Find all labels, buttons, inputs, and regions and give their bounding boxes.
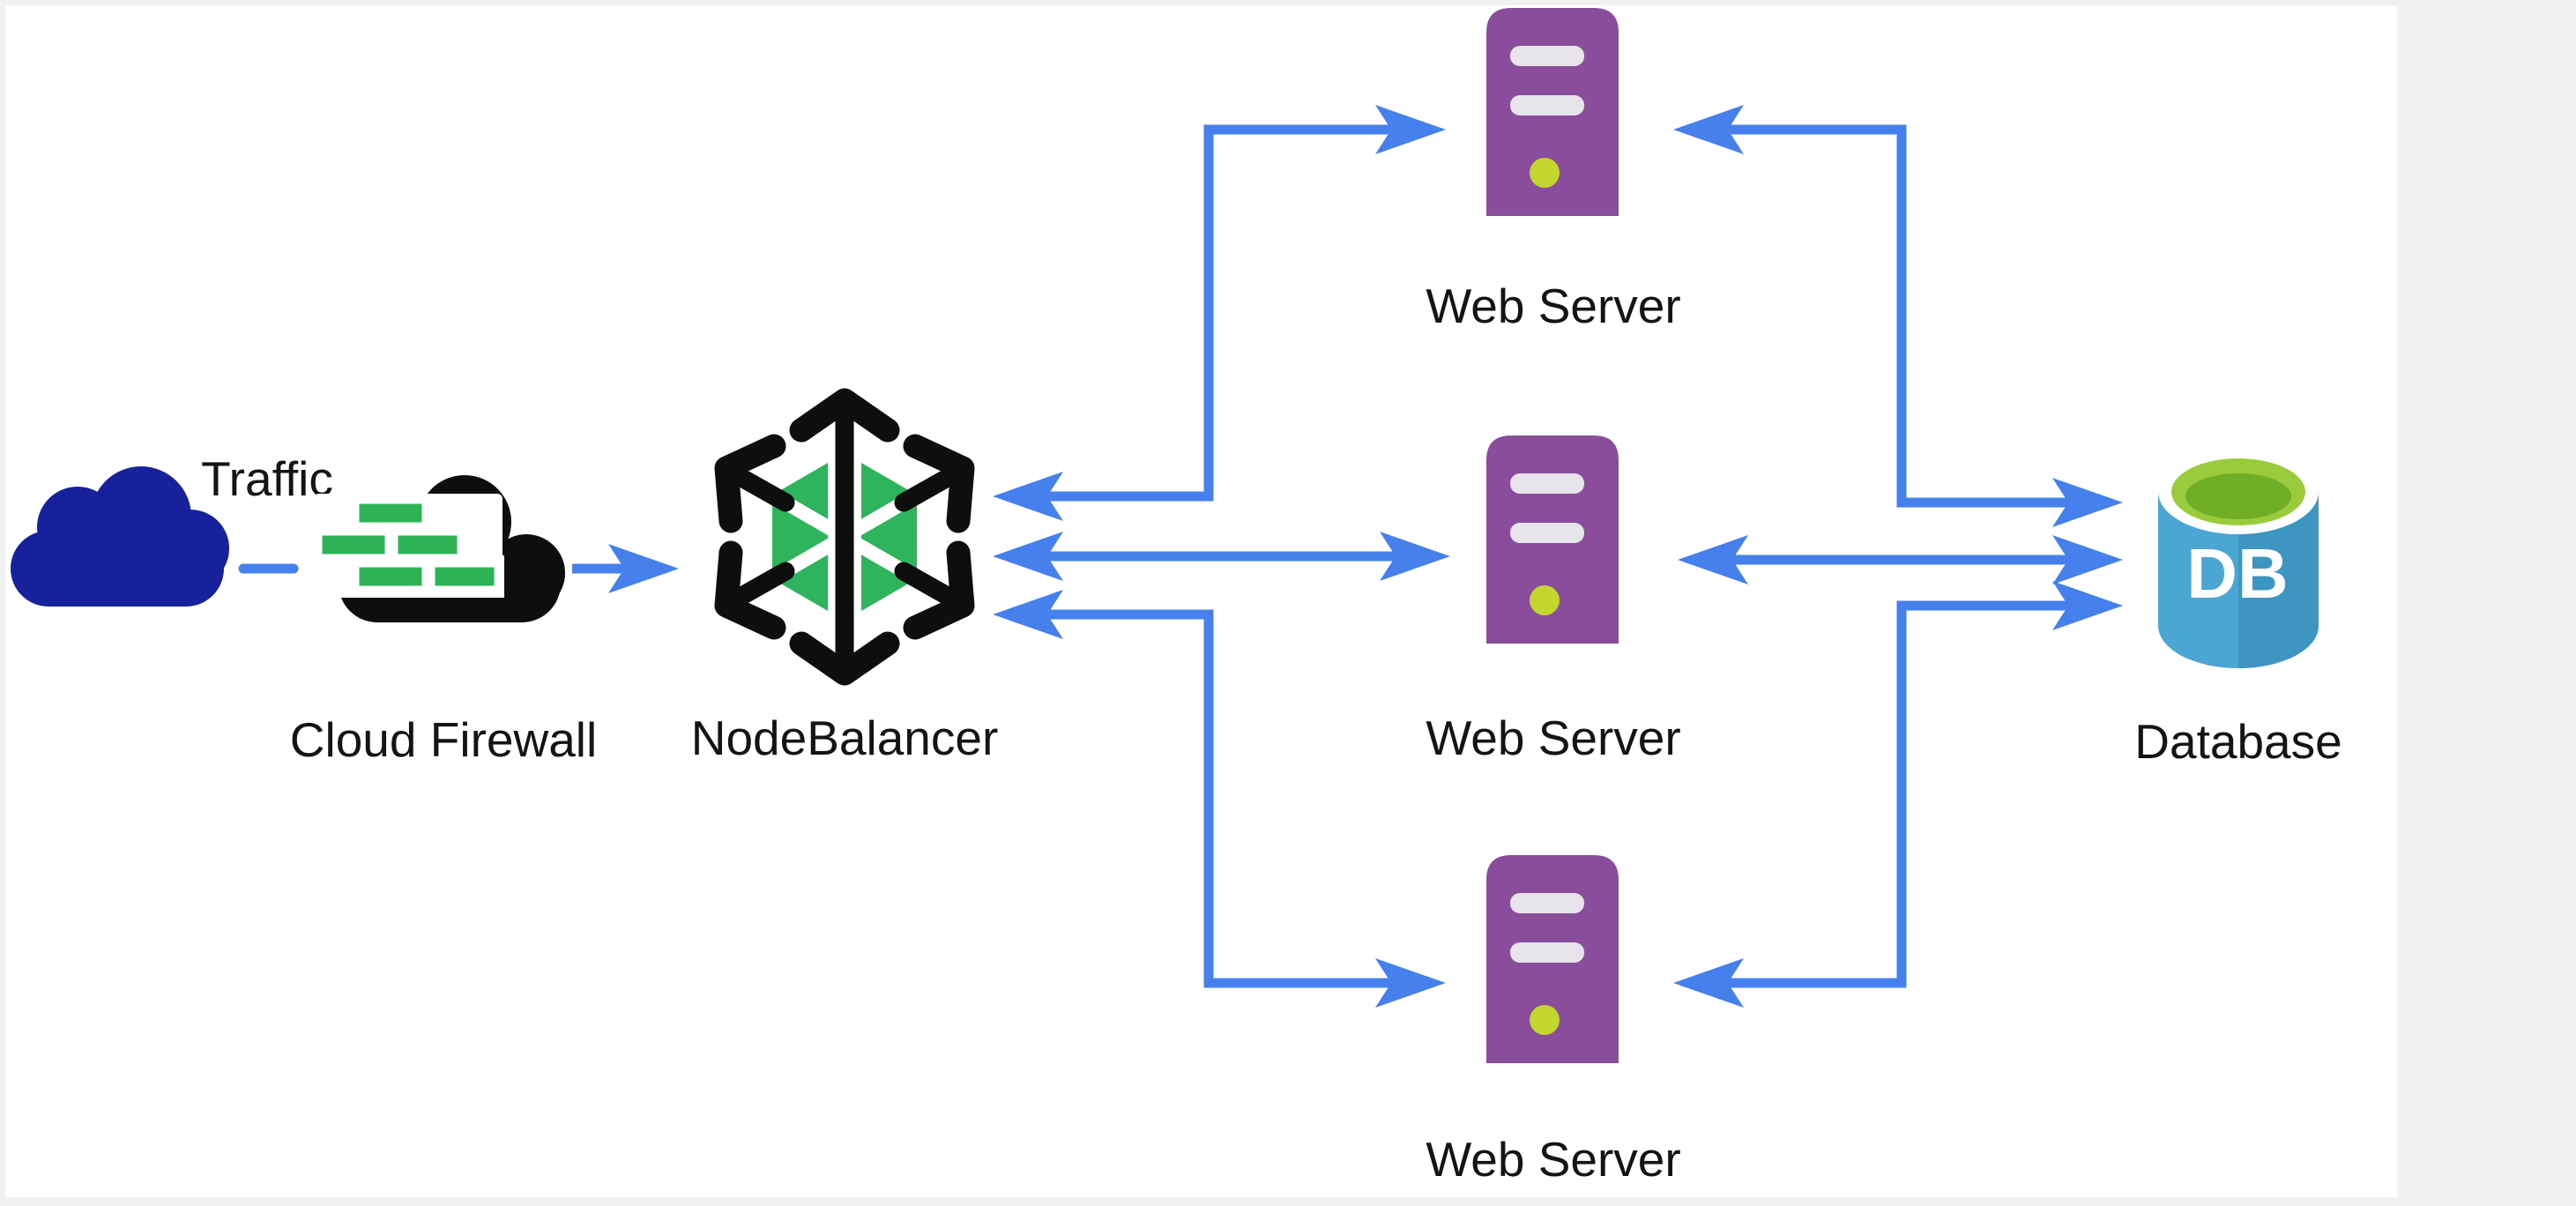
database-icon: DB [2158,450,2319,668]
web-server-1-icon [1486,8,1619,216]
nodebalancer-arrowheads [714,388,975,686]
connector-webserver3-database [1673,581,2123,1008]
db-badge-text: DB [2186,534,2289,613]
connector-webserver2-database [1678,535,2123,584]
connector-firewall-nodebalancer [572,544,679,593]
nodebalancer-icon [714,388,975,686]
cloud-firewall-label: Cloud Firewall [290,712,597,767]
web-server-1-label: Web Server [1426,279,1680,333]
web-server-2-label: Web Server [1426,711,1680,765]
traffic-cloud-icon [11,466,229,607]
connector-nodebalancer-webserver3 [993,590,1446,1008]
web-server-2-icon [1486,436,1619,644]
web-server-3-icon [1486,855,1619,1063]
connector-nodebalancer-webserver2 [993,532,1450,581]
connector-nodebalancer-webserver1 [993,105,1446,521]
traffic-label: Traffic [201,451,333,506]
database-label: Database [2134,714,2341,769]
firewall-bricks [316,497,501,592]
cloud-firewall-icon [314,475,565,622]
web-server-3-label: Web Server [1426,1132,1680,1187]
nodebalancer-label: NodeBalancer [691,711,999,765]
connector-webserver1-database [1673,105,2123,527]
